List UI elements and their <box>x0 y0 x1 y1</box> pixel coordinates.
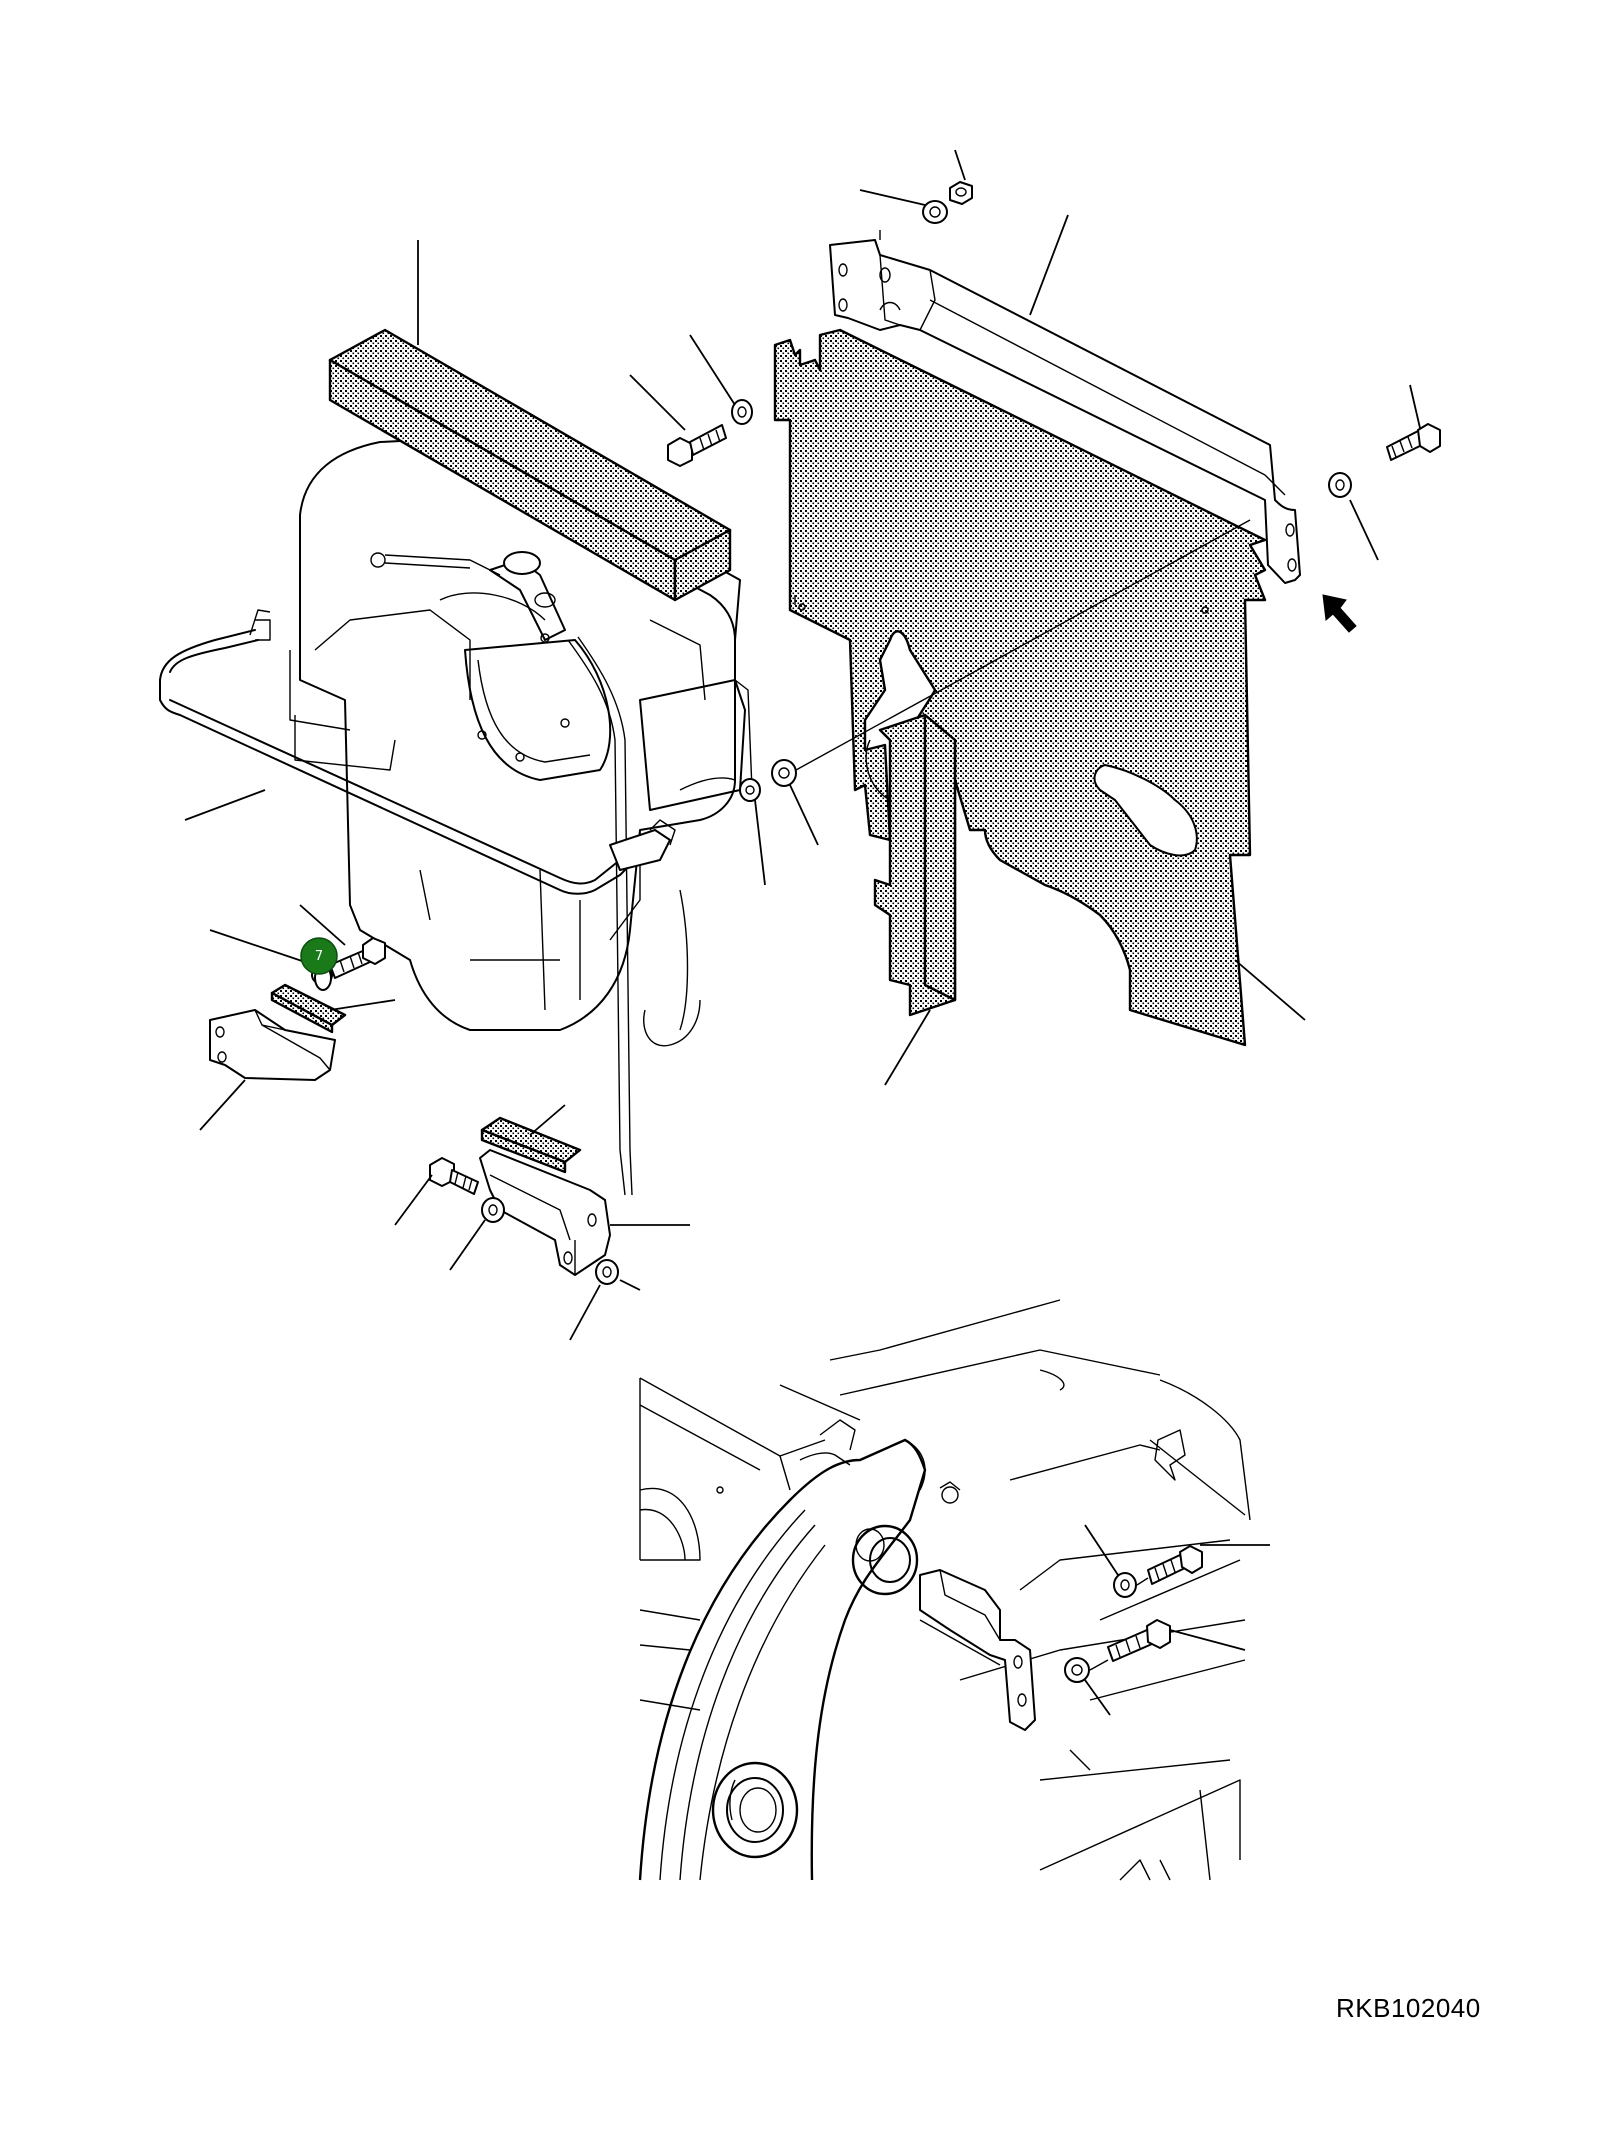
foam-block-vertical <box>865 713 957 1017</box>
hardware-upper <box>667 181 1441 802</box>
bolt-lower-middle <box>429 1157 479 1195</box>
upper-bracket <box>829 230 1301 584</box>
washer-upper-left <box>731 399 753 425</box>
detail-bracket <box>919 1429 1186 1731</box>
washer-detail-upper <box>1113 1572 1137 1598</box>
bracket-left <box>209 937 386 1081</box>
retaining-strap <box>159 609 676 895</box>
boom-arm <box>638 1419 961 1881</box>
washer-mid-2 <box>739 778 761 802</box>
bolt-upper-right <box>1386 423 1441 461</box>
detail-view-frame <box>639 1299 1251 1881</box>
foam-block-top <box>328 328 732 602</box>
washer-upper-right <box>1328 472 1352 498</box>
washer-lower-middle-2 <box>595 1259 619 1285</box>
washer-detail-lower <box>1064 1657 1090 1683</box>
insulation-panel <box>773 328 1267 1047</box>
washer-top <box>922 200 948 224</box>
callout-marker[interactable]: 7 <box>300 937 338 975</box>
leader-lines-detail <box>1084 1524 1270 1716</box>
bolt-upper-left <box>667 424 727 467</box>
bolt-detail-upper <box>1147 1545 1203 1585</box>
drawing-code: RKB102040 <box>1336 1993 1481 2023</box>
leader-lines-upper <box>184 149 1421 1341</box>
tank-body <box>289 429 753 1196</box>
callout-label: 7 <box>315 949 323 964</box>
nut-top <box>949 181 973 205</box>
washer-lower-middle-1 <box>481 1197 505 1223</box>
washer-mid-1 <box>771 759 797 787</box>
bolt-detail-lower <box>1107 1619 1171 1662</box>
bracket-lower-middle <box>429 1116 619 1285</box>
view-direction-arrow-icon <box>1322 594 1357 633</box>
hardware-detail <box>1064 1545 1203 1683</box>
